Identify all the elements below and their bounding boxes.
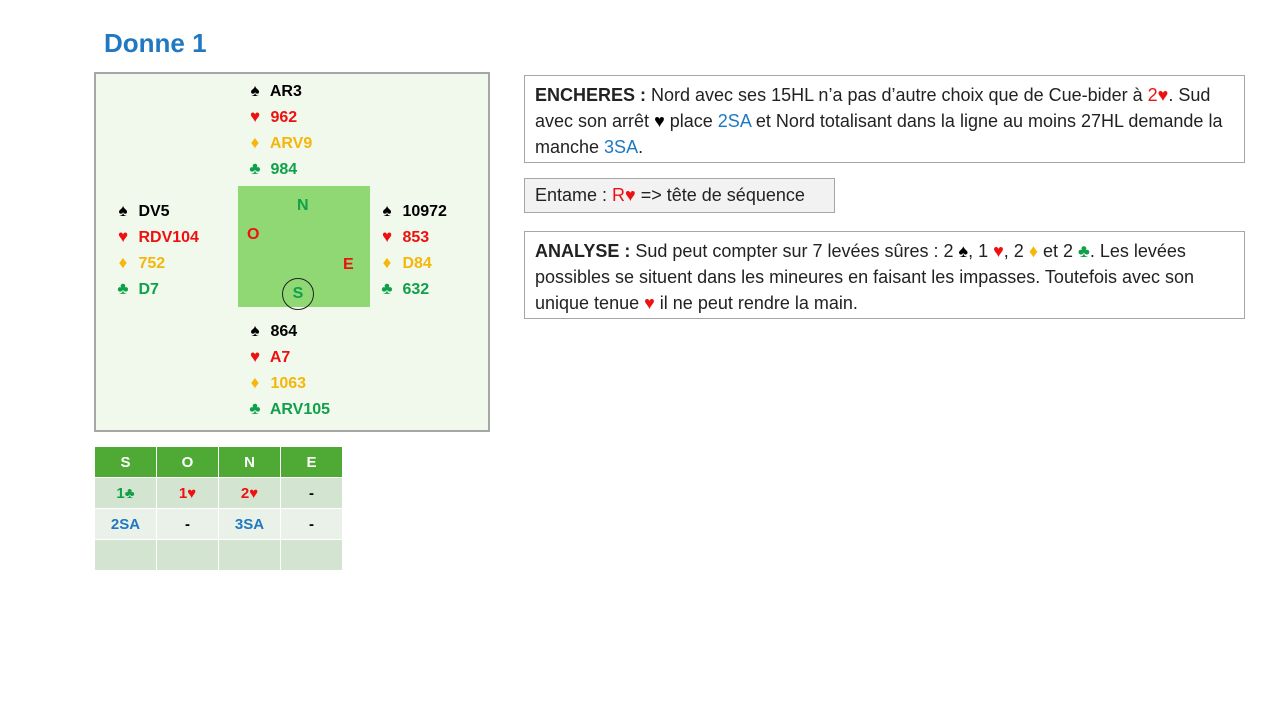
north-hand: ♠ AR3 ♥ 962 ♦ ARV9 ♣ 984 xyxy=(244,78,312,182)
north-clubs: 984 xyxy=(270,161,298,178)
entame-text: => tête de séquence xyxy=(635,185,805,205)
west-hand: ♠ DV5 ♥ RDV104 ♦ 752 ♣ D7 xyxy=(112,198,199,302)
club-icon: ♣ xyxy=(381,279,393,298)
east-spades: 10972 xyxy=(402,203,447,220)
bidding-cell xyxy=(156,539,219,571)
south-hearts: A7 xyxy=(269,349,291,366)
club-icon: ♣ xyxy=(117,279,129,298)
bidding-cell: 2♥ xyxy=(218,477,281,509)
diamond-icon: ♦ xyxy=(250,373,260,392)
diamond-icon: ♦ xyxy=(250,133,260,152)
diamond-icon: ♦ xyxy=(382,253,392,272)
spade-icon: ♠ xyxy=(250,321,260,340)
bidding-cell: 2SA xyxy=(94,508,157,540)
bidding-cell xyxy=(218,539,281,571)
heart-icon: ♥ xyxy=(654,111,665,131)
bidding-cell: - xyxy=(280,477,343,509)
south-diamonds: 1063 xyxy=(270,375,307,392)
east-diamonds: D84 xyxy=(402,255,432,272)
bidding-cell xyxy=(280,539,343,571)
bid-2sa: 2SA xyxy=(717,111,751,131)
entame-box: Entame : R♥ => tête de séquence xyxy=(524,178,835,213)
compass-north: N xyxy=(297,197,309,214)
west-clubs: D7 xyxy=(138,281,159,298)
bidding-header-o: O xyxy=(156,446,219,478)
compass-south-declarer: S xyxy=(282,278,314,310)
compass-west: O xyxy=(247,226,260,243)
heart-icon: ♥ xyxy=(993,241,1004,261)
bidding-header-e: E xyxy=(280,446,343,478)
encheres-text: place xyxy=(664,111,718,131)
bidding-cell: 1♣ xyxy=(94,477,157,509)
compass-east: E xyxy=(343,256,354,273)
west-diamonds: 752 xyxy=(138,255,166,272)
page-title: Donne 1 xyxy=(104,28,207,58)
encheres-box: ENCHERES : Nord avec ses 15HL n’a pas d’… xyxy=(524,75,1245,163)
west-spades: DV5 xyxy=(138,203,170,220)
east-hand: ♠ 10972 ♥ 853 ♦ D84 ♣ 632 xyxy=(376,198,447,302)
encheres-text: . Sud avec son arrêt xyxy=(535,85,1211,131)
encheres-text: . xyxy=(638,137,644,157)
club-icon: ♣ xyxy=(1078,241,1090,261)
heart-icon: ♥ xyxy=(644,293,655,313)
bidding-table: S O N E 1♣ 1♥ 2♥ - 2SA - 3SA - xyxy=(94,446,343,571)
diamond-icon: ♦ xyxy=(118,253,128,272)
club-icon: ♣ xyxy=(249,399,261,418)
bidding-row xyxy=(94,539,343,571)
entame-card: R♥ xyxy=(612,185,636,205)
analyse-text: il ne peut rendre la main. xyxy=(654,293,858,313)
bidding-header-n: N xyxy=(218,446,281,478)
table-compass: N O E S xyxy=(238,186,370,310)
spade-icon: ♠ xyxy=(958,241,969,261)
analyse-text: , 1 xyxy=(968,241,994,261)
bidding-cell: 3SA xyxy=(218,508,281,540)
heart-icon: ♥ xyxy=(381,227,393,246)
west-hearts: RDV104 xyxy=(138,229,199,246)
spade-icon: ♠ xyxy=(250,81,260,100)
encheres-label: ENCHERES : xyxy=(535,85,647,105)
heart-icon: ♥ xyxy=(249,107,261,126)
diamond-icon: ♦ xyxy=(1028,241,1038,261)
spade-icon: ♠ xyxy=(382,201,392,220)
bid-3sa: 3SA xyxy=(604,137,639,157)
analyse-box: ANALYSE : Sud peut compter sur 7 levées … xyxy=(524,231,1245,319)
club-icon: ♣ xyxy=(249,159,261,178)
east-clubs: 632 xyxy=(402,281,430,298)
south-clubs: ARV105 xyxy=(269,401,331,418)
encheres-text: et Nord totalisant dans la ligne au moin… xyxy=(535,111,1223,157)
analyse-text: et 2 xyxy=(1038,241,1079,261)
north-diamonds: ARV9 xyxy=(269,135,313,152)
analyse-text: , 2 xyxy=(1003,241,1029,261)
bid-2h: 2♥ xyxy=(1147,85,1169,105)
bidding-row: 2SA - 3SA - xyxy=(94,508,343,540)
bidding-header-s: S xyxy=(94,446,157,478)
spade-icon: ♠ xyxy=(118,201,128,220)
analyse-label: ANALYSE : xyxy=(535,241,631,261)
analyse-text: Sud peut compter sur 7 levées sûres : 2 xyxy=(630,241,959,261)
encheres-text: Nord avec ses 15HL n’a pas d’autre choix… xyxy=(646,85,1148,105)
entame-label: Entame : xyxy=(535,185,613,205)
north-spades: AR3 xyxy=(269,83,302,100)
bidding-cell: - xyxy=(280,508,343,540)
south-hand: ♠ 864 ♥ A7 ♦ 1063 ♣ ARV105 xyxy=(244,318,330,422)
bidding-cell xyxy=(94,539,157,571)
bidding-row: 1♣ 1♥ 2♥ - xyxy=(94,477,343,509)
heart-icon: ♥ xyxy=(117,227,129,246)
south-spades: 864 xyxy=(270,323,298,340)
east-hearts: 853 xyxy=(402,229,430,246)
analyse-text: . Les levées possibles se situent dans l… xyxy=(535,241,1195,313)
bidding-cell: - xyxy=(156,508,219,540)
bidding-cell: 1♥ xyxy=(156,477,219,509)
north-hearts: 962 xyxy=(270,109,298,126)
heart-icon: ♥ xyxy=(249,347,261,366)
deal-diagram: ♠ AR3 ♥ 962 ♦ ARV9 ♣ 984 ♠ DV5 ♥ RDV104 … xyxy=(94,72,490,432)
